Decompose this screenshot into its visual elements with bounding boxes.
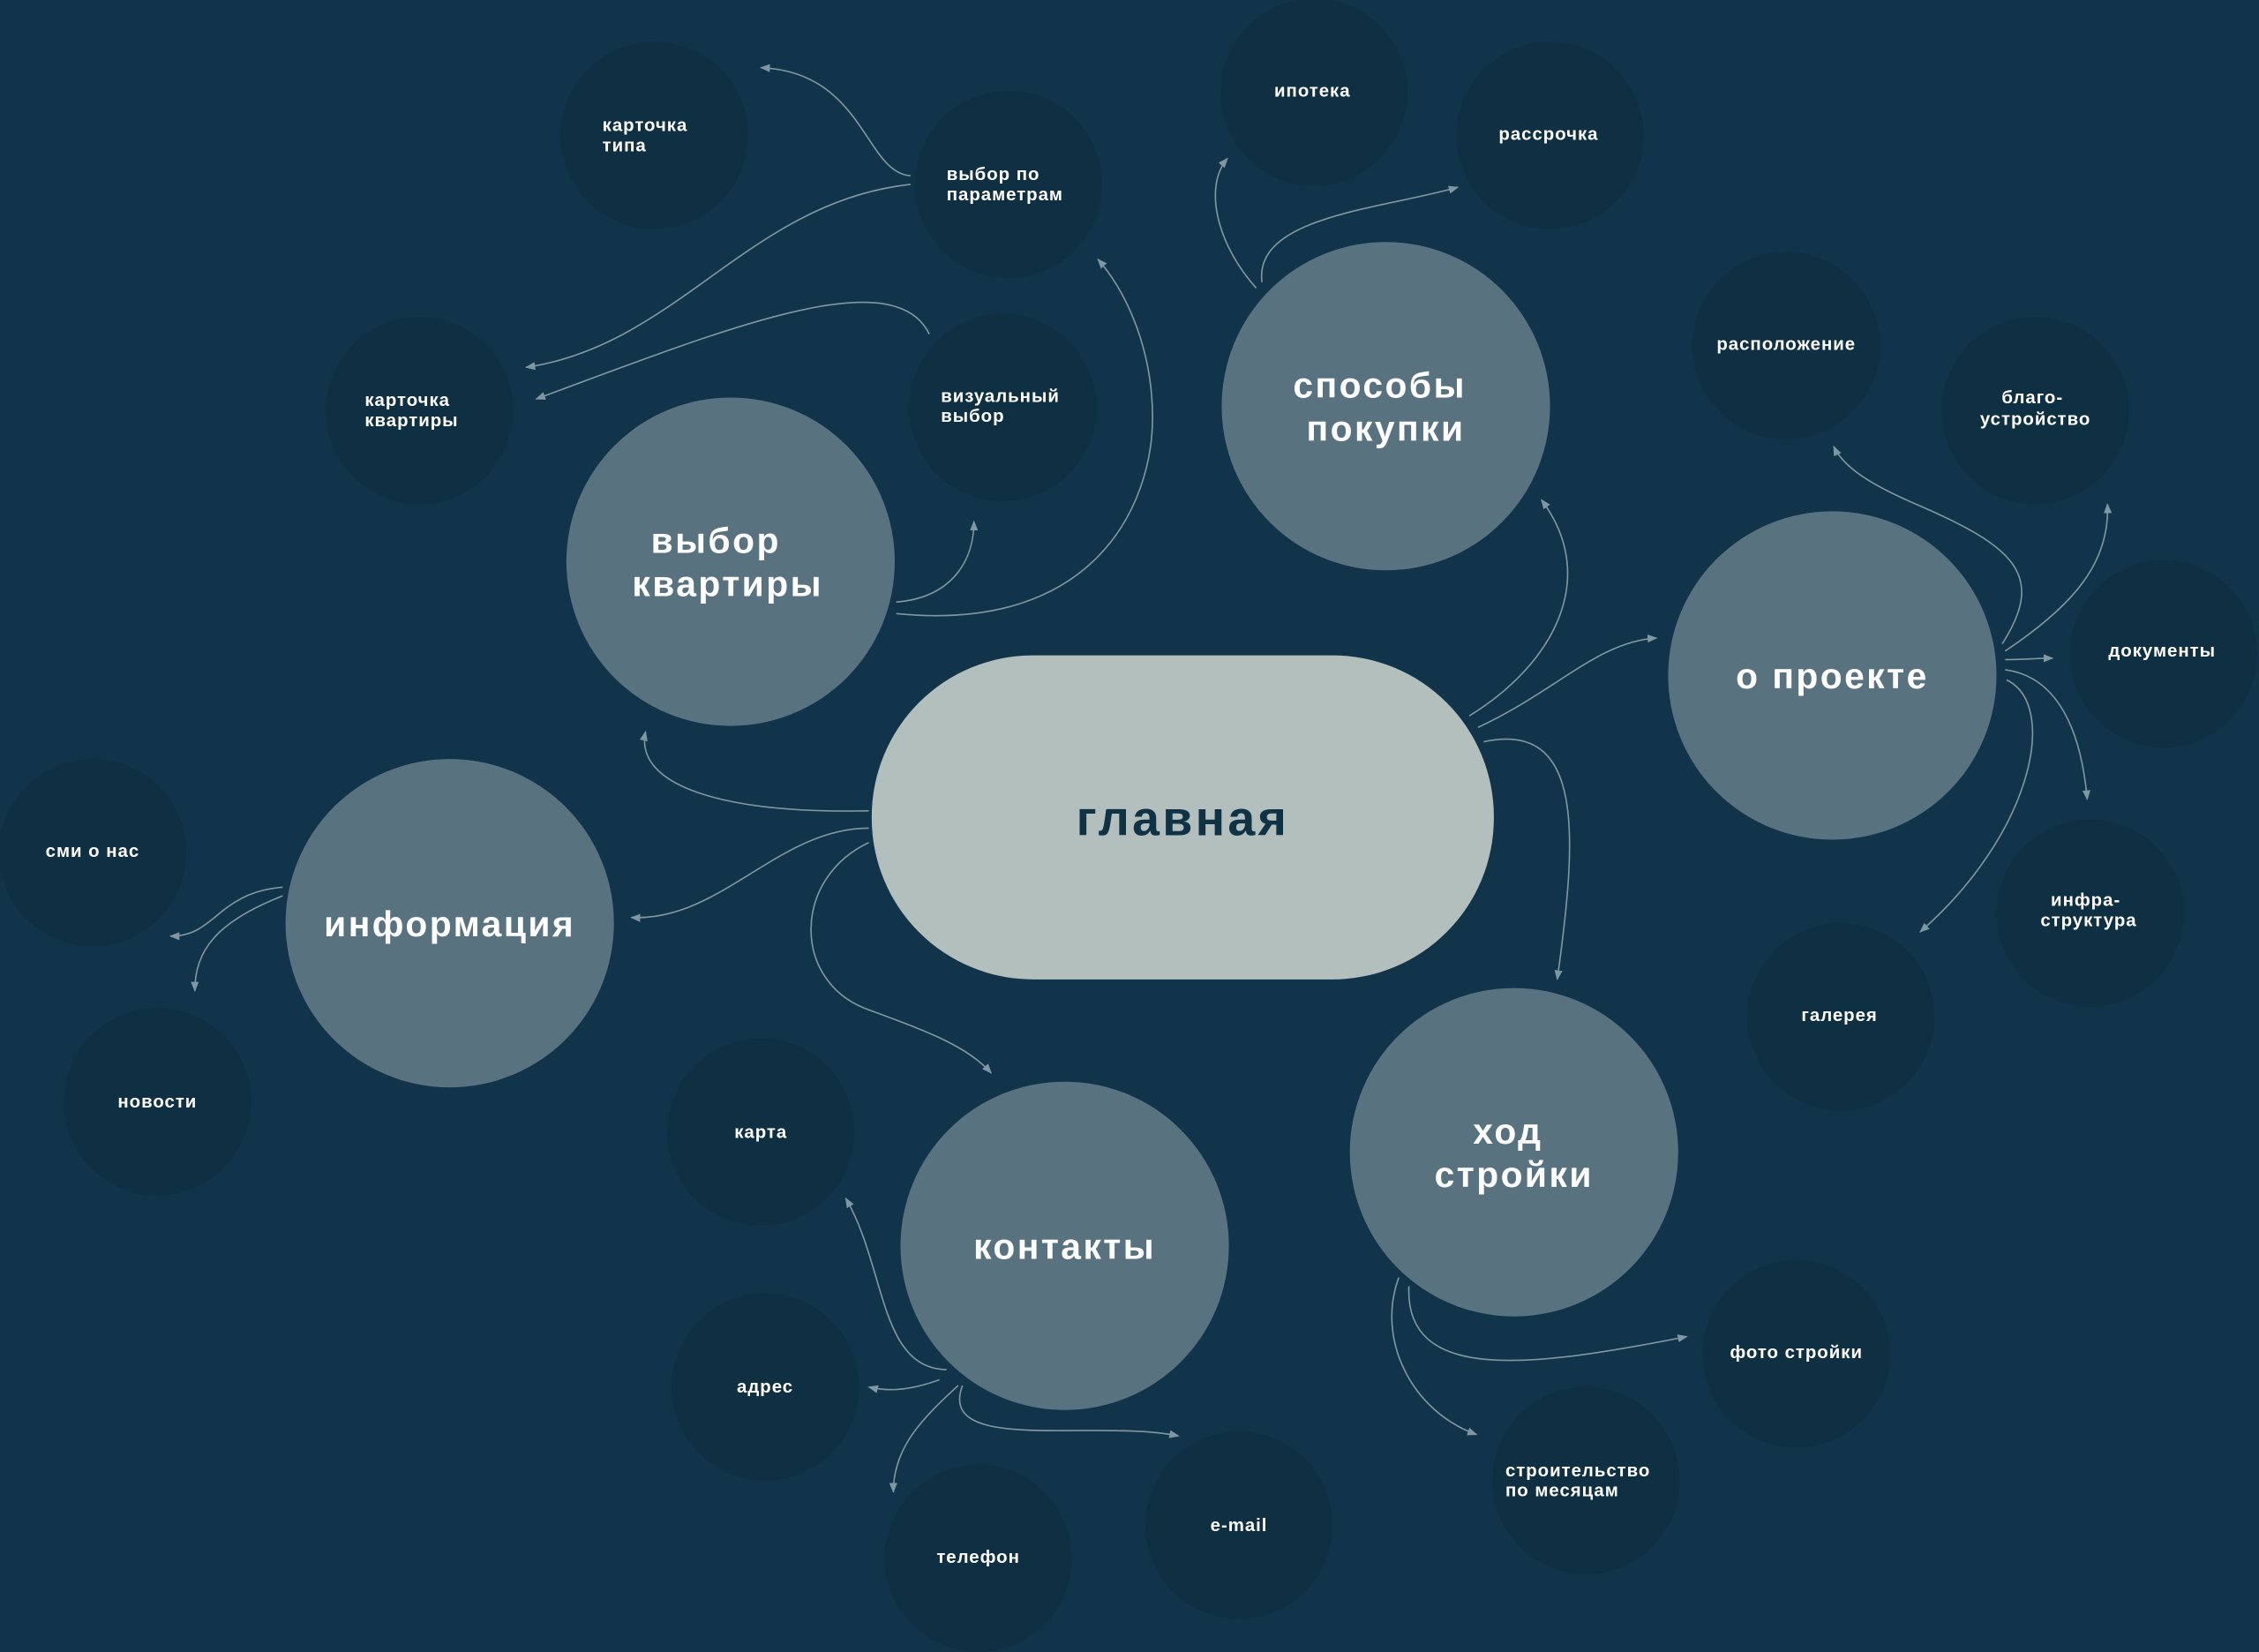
svg-text:выбор по параметрам: выбор по параметрам <box>947 165 1063 205</box>
arrow-construction-to-photos <box>1407 1286 1688 1362</box>
node-flat-card[interactable]: карточка квартиры <box>326 317 514 505</box>
arrow-contacts-to-phone <box>889 1385 959 1493</box>
label-line: выбор <box>941 407 1004 426</box>
node-photos[interactable]: фото стройки <box>1702 1260 1890 1448</box>
svg-text:карточка типа: карточка типа <box>603 116 694 156</box>
svg-text:способы покупки: способы покупки <box>1293 364 1478 448</box>
label-line: e-mail <box>1211 1516 1268 1536</box>
arrow-flat-choice-to-visual <box>896 520 979 604</box>
node-media[interactable]: сми о нас <box>0 759 186 947</box>
node-info[interactable]: информация <box>285 759 614 1088</box>
svg-text:визуальный выбор: визуальный выбор <box>941 387 1065 426</box>
arrow-contacts-to-email <box>958 1385 1180 1438</box>
label-line: выбор <box>651 521 781 561</box>
node-gallery[interactable]: галерея <box>1747 923 1935 1111</box>
node-flat-choice[interactable]: выбор квартиры <box>566 397 895 726</box>
arrow-main-to-about <box>1477 634 1658 728</box>
label-line: параметрам <box>947 185 1063 205</box>
label-line: новости <box>117 1093 197 1112</box>
arrow-main-to-flat-choice <box>639 730 869 812</box>
svg-text:инфра- структура: инфра- структура <box>2040 891 2136 931</box>
arrow-main-to-contacts <box>810 842 993 1074</box>
node-installment[interactable]: рассрочка <box>1456 41 1644 229</box>
arrow-params-to-type-card <box>760 64 911 176</box>
arrow-params-to-flat-card <box>525 184 912 371</box>
arrow-about-to-landscaping <box>2004 503 2113 652</box>
label-line: адрес <box>737 1378 793 1397</box>
label-line: контакты <box>973 1226 1156 1266</box>
arrow-flat-choice-to-params <box>896 258 1153 617</box>
label-line: типа <box>603 136 647 155</box>
arrow-about-to-gallery <box>1919 679 2033 933</box>
label-line: сми о нас <box>46 842 140 861</box>
arrow-contacts-to-map <box>844 1197 947 1370</box>
node-phone[interactable]: телефон <box>884 1464 1072 1652</box>
arrow-purchase-to-mortgage <box>1214 157 1257 289</box>
node-infrastructure[interactable]: инфра- структура <box>1996 819 2184 1007</box>
label-line: стройки <box>1435 1154 1594 1195</box>
label-line: квартиры <box>632 564 822 604</box>
arrows <box>169 64 2113 1493</box>
label-line: способы <box>1293 364 1467 405</box>
node-landscaping[interactable]: благо- устройство <box>1941 317 2129 505</box>
node-main-label: главная <box>1077 792 1290 846</box>
arrow-about-to-infrastructure <box>2005 669 2090 800</box>
label-line: ипотека <box>1274 81 1351 101</box>
label-line: структура <box>2040 911 2136 930</box>
svg-text:карточка квартиры: карточка квартиры <box>364 391 458 431</box>
label-line: покупки <box>1307 408 1466 448</box>
arrow-info-to-media <box>169 886 283 941</box>
node-monthly[interactable]: строительство по месяцам <box>1492 1386 1680 1574</box>
node-param-choice[interactable]: выбор по параметрам <box>914 90 1102 278</box>
svg-text:благо- устройство: благо- устройство <box>1980 388 2090 429</box>
svg-text:выбор квартиры: выбор квартиры <box>632 521 822 604</box>
arrow-info-to-news <box>191 895 283 993</box>
label-line: информация <box>324 904 575 944</box>
label-line: галерея <box>1801 1006 1877 1025</box>
label-line: карточка <box>364 391 450 410</box>
label-line: квартиры <box>364 411 458 431</box>
label-line: строительство <box>1505 1461 1650 1481</box>
label-line: расположение <box>1716 335 1856 355</box>
label-line: благо- <box>2001 388 2063 408</box>
arrow-main-to-construction <box>1483 738 1571 980</box>
label-line: фото стройки <box>1730 1343 1863 1363</box>
label-line: карточка <box>603 116 688 136</box>
label-line: рассрочка <box>1498 124 1598 144</box>
label-line: о проекте <box>1736 656 1929 696</box>
node-documents[interactable]: документы <box>2069 559 2257 748</box>
label-line: телефон <box>936 1548 1020 1567</box>
arrow-contacts-to-address <box>867 1378 940 1393</box>
node-purchase[interactable]: способы покупки <box>1221 242 1550 571</box>
node-contacts[interactable]: контакты <box>900 1081 1229 1410</box>
label-line: выбор по <box>947 165 1040 184</box>
arrow-visual-to-flat-card <box>535 301 930 400</box>
node-type-card[interactable]: карточка типа <box>560 41 748 229</box>
label-line: устройство <box>1980 409 2090 429</box>
label-line: карта <box>734 1123 787 1142</box>
node-visual-choice[interactable]: визуальный выбор <box>909 313 1097 501</box>
arrow-about-to-location <box>1833 445 2023 644</box>
label-line: ход <box>1473 1111 1542 1152</box>
node-location[interactable]: расположение <box>1692 252 1880 439</box>
node-construction[interactable]: ход стройки <box>1349 987 1678 1317</box>
arrow-about-to-documents <box>2005 654 2054 663</box>
svg-text:ход стройки: ход стройки <box>1435 1111 1594 1195</box>
node-mortgage[interactable]: ипотека <box>1220 0 1407 186</box>
arrow-main-to-purchase <box>1468 499 1569 717</box>
arrow-construction-to-monthly <box>1391 1277 1478 1436</box>
node-email[interactable]: e-mail <box>1145 1431 1333 1619</box>
label-line: инфра- <box>2051 891 2120 911</box>
arrow-main-to-info <box>630 827 869 922</box>
node-news[interactable]: новости <box>64 1008 251 1196</box>
arrow-purchase-to-installment <box>1261 185 1460 282</box>
label-line: по месяцам <box>1505 1482 1619 1501</box>
svg-text:строительство по месяцам: строительство по месяцам <box>1505 1461 1656 1501</box>
node-address[interactable]: адрес <box>671 1293 859 1481</box>
label-line: визуальный <box>941 387 1060 406</box>
node-map[interactable]: карта <box>667 1038 855 1226</box>
node-main[interactable]: главная <box>871 655 1494 980</box>
node-about[interactable]: о проекте <box>1668 511 1997 840</box>
label-line: документы <box>2108 642 2216 661</box>
